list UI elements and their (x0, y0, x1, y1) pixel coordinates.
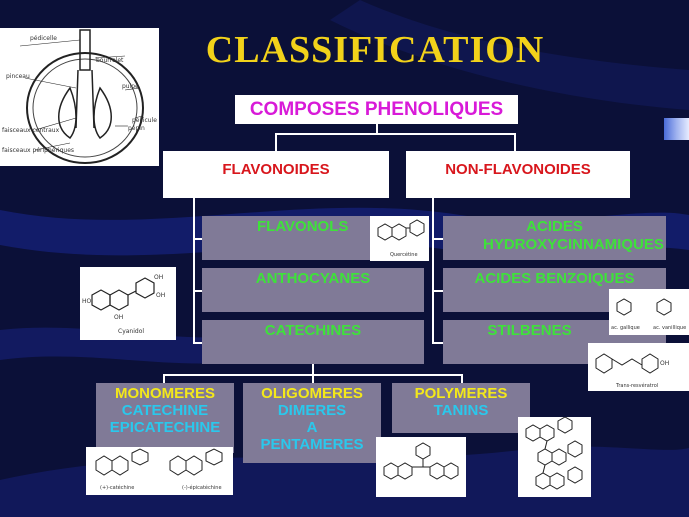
form-polymeres-head: POLYMERES (414, 385, 508, 402)
form-monomeres-line-1: CATECHINE (121, 402, 209, 419)
grape-label-faisceaux-centraux: faisceaux centraux (2, 127, 60, 134)
connector-benzoiques (432, 290, 444, 292)
form-oligomeres-head: OLIGOMERES (261, 385, 363, 402)
class-hydroxycinnamiques: ACIDES HYDROXYCINNAMIQUES (443, 216, 666, 260)
svg-text:OH: OH (660, 360, 669, 367)
grape-label-bourrelet: bourrelet (96, 57, 124, 64)
grape-label-pepin: pépin (128, 125, 145, 132)
flavonol-caption: Quercétine (390, 251, 418, 258)
form-polymeres-line-1: TANINS (433, 402, 489, 419)
form-polymeres: POLYMERES TANINS (392, 383, 530, 433)
branch-nonflavonoides: NON-FLAVONOIDES (406, 151, 630, 198)
benzoic-caption-1: ac. gallique (611, 325, 640, 331)
form-monomeres-line-2: EPICATECHINE (109, 419, 221, 436)
anthocyane-structure-image: OH OH HO OH Cyanidol (80, 267, 176, 340)
connector-hydroxycinnamiques (432, 238, 444, 240)
connector-flavonols (193, 238, 203, 240)
connector-catechines (193, 342, 203, 344)
connector-nonflavonoides-spine (432, 198, 434, 343)
connector-oligomeres (312, 374, 314, 384)
svg-text:OH: OH (114, 314, 123, 321)
class-anthocyanes: ANTHOCYANES (202, 268, 424, 312)
connector-stilbenes (432, 342, 444, 344)
anthocyane-caption: Cyanidol (118, 328, 144, 335)
grape-label-pedicelle: pédicelle (30, 35, 57, 42)
connector-root-down (376, 124, 378, 134)
connector-monomeres (163, 374, 165, 384)
grape-label-pellicule: pellicule (132, 117, 157, 124)
form-oligomeres-line-2: A (306, 419, 318, 436)
monomer-caption-2: (-)-épicatéchine (182, 484, 222, 491)
connector-polymeres (461, 374, 463, 384)
connector-flavonoides-spine (193, 198, 195, 343)
svg-text:OH: OH (154, 274, 163, 281)
svg-text:HO: HO (82, 298, 92, 305)
connector-root-horizontal (275, 133, 515, 135)
slide-edge-tab (664, 118, 689, 140)
benzoic-caption-2: ac. vanillique (653, 325, 686, 331)
stilbene-structure-image: OH Trans-resvératrol (588, 343, 689, 391)
form-oligomeres-line-1: DIMERES (277, 402, 347, 419)
monomer-caption-1: (+)-catéchine (100, 484, 134, 491)
benzoic-acids-structure-image: ac. gallique ac. vanillique (609, 289, 689, 335)
root-node: COMPOSES PHENOLIQUES (235, 95, 518, 124)
grape-label-pulpe: pulpe (122, 83, 139, 90)
connector-anthocyanes (193, 290, 203, 292)
flavonol-structure-image: Quercétine (370, 216, 429, 261)
form-oligomeres-line-3: PENTAMERES (260, 436, 364, 453)
polymer-structure-image (518, 417, 591, 497)
grape-berry-diagram: pédicelle bourrelet pinceau pulpe pellic… (0, 28, 159, 166)
branch-flavonoides: FLAVONOIDES (163, 151, 389, 198)
form-monomeres-head: MONOMERES (114, 385, 215, 402)
form-oligomeres: OLIGOMERES DIMERES A PENTAMERES (243, 383, 381, 463)
connector-left-drop (275, 133, 277, 151)
connector-catechines-down (312, 363, 314, 375)
stilbene-caption: Trans-resvératrol (615, 382, 658, 389)
oligomer-structure-image (376, 437, 466, 497)
monomers-structure-image: (+)-catéchine (-)-épicatéchine (86, 447, 233, 495)
slide-title: CLASSIFICATION (205, 29, 545, 71)
svg-text:OH: OH (156, 292, 165, 299)
form-monomeres: MONOMERES CATECHINE EPICATECHINE (96, 383, 234, 453)
connector-right-drop (514, 133, 516, 151)
grape-label-pinceau: pinceau (6, 73, 30, 80)
class-catechines: CATECHINES (202, 320, 424, 364)
grape-label-faisceaux-peripheriques: faisceaux périphériques (2, 147, 74, 154)
